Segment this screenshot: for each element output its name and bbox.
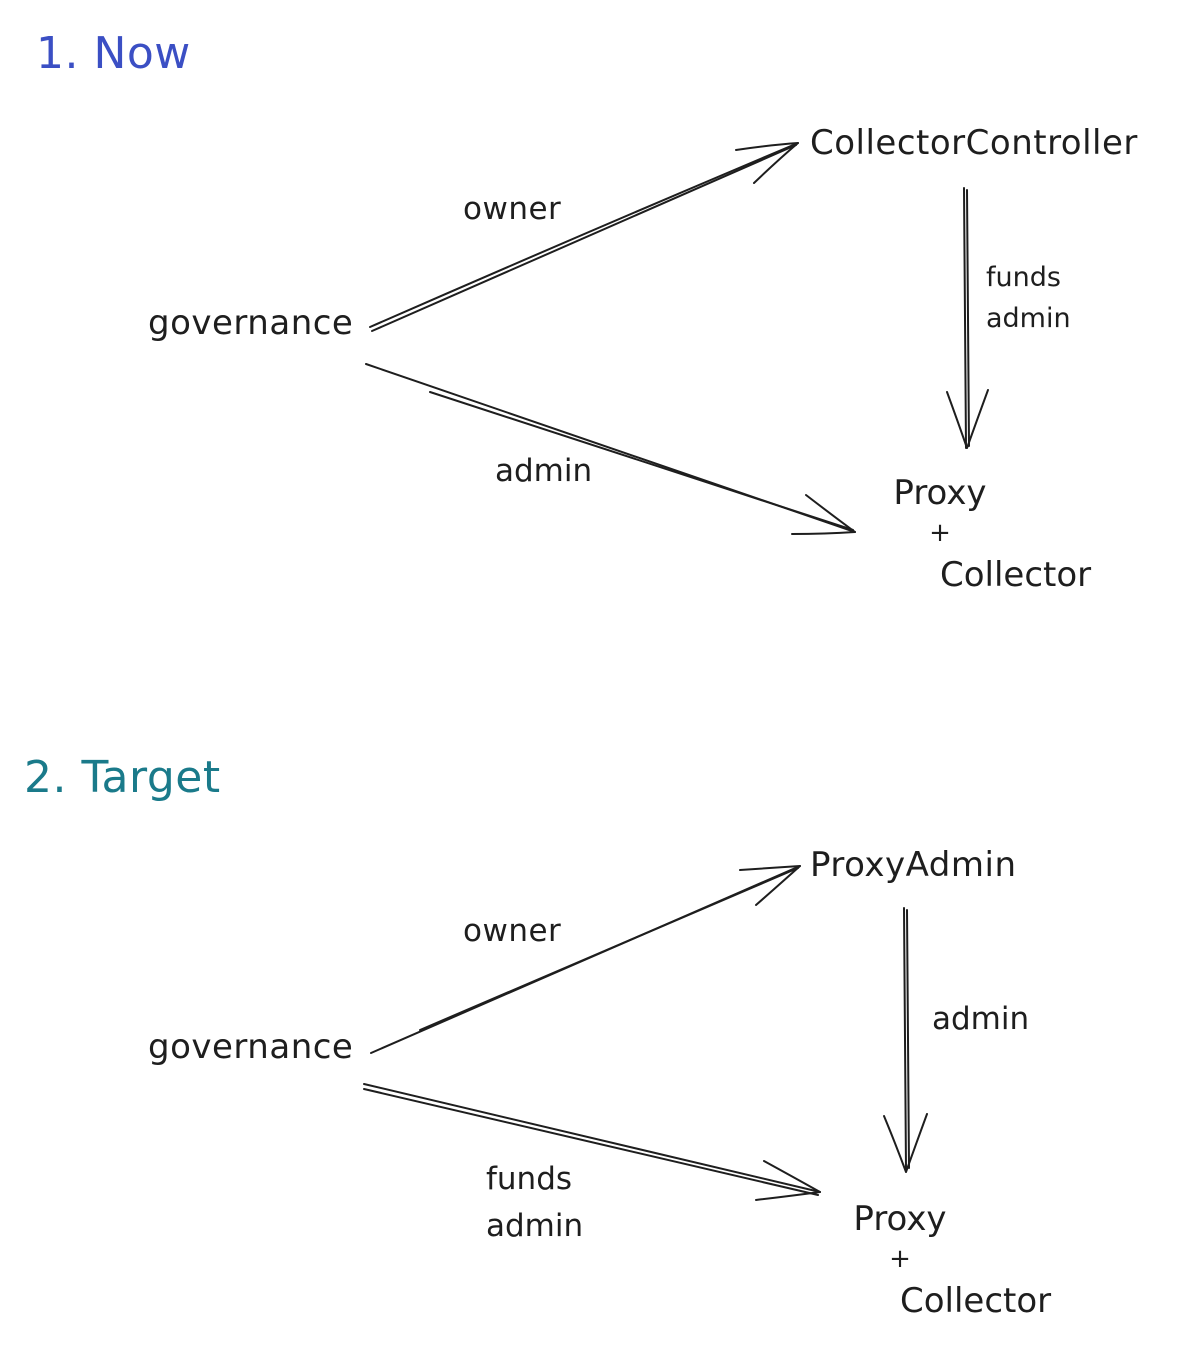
edge-label-governance-proxy-now: admin [495, 456, 592, 487]
arrow-governance-to-proxy-target [363, 1083, 821, 1201]
heading-now: 1. Now [36, 28, 191, 79]
edge-label-owner-now: owner [463, 191, 562, 227]
heading-target: 2. Target [24, 752, 221, 803]
node-proxy-admin: ProxyAdmin [810, 845, 1017, 885]
edge-label-line: admin [486, 1208, 584, 1244]
node-governance-now: governance [148, 303, 354, 343]
edge-label-line: admin [495, 453, 593, 489]
edge-label-line: admin [986, 303, 1071, 334]
arrow-governance-to-proxyadmin [370, 865, 801, 1054]
node-proxy-label: Proxy [853, 1199, 947, 1239]
arrow-governance-to-controller [369, 142, 799, 332]
node-collector-controller: CollectorController [810, 123, 1138, 163]
node-plus-label: + [929, 518, 951, 548]
arrow-governance-to-proxy-now [365, 363, 856, 535]
edge-label-controller-proxy-now: funds admin [986, 264, 1071, 332]
edge-label-line: admin [932, 1001, 1030, 1037]
edge-label-line: funds [986, 262, 1061, 293]
arrow-proxyadmin-to-proxy [883, 907, 928, 1173]
edge-label-governance-proxy-target: funds admin [486, 1164, 583, 1242]
node-plus-label: + [889, 1244, 911, 1274]
edge-label-owner-target: owner [463, 913, 562, 949]
edge-label-proxyadmin-proxy-target: admin [932, 1004, 1029, 1035]
node-governance-target: governance [148, 1027, 354, 1067]
edge-label-line: funds [486, 1161, 573, 1197]
node-proxy-label: Proxy [893, 473, 987, 513]
arrow-controller-to-proxy [946, 187, 989, 449]
